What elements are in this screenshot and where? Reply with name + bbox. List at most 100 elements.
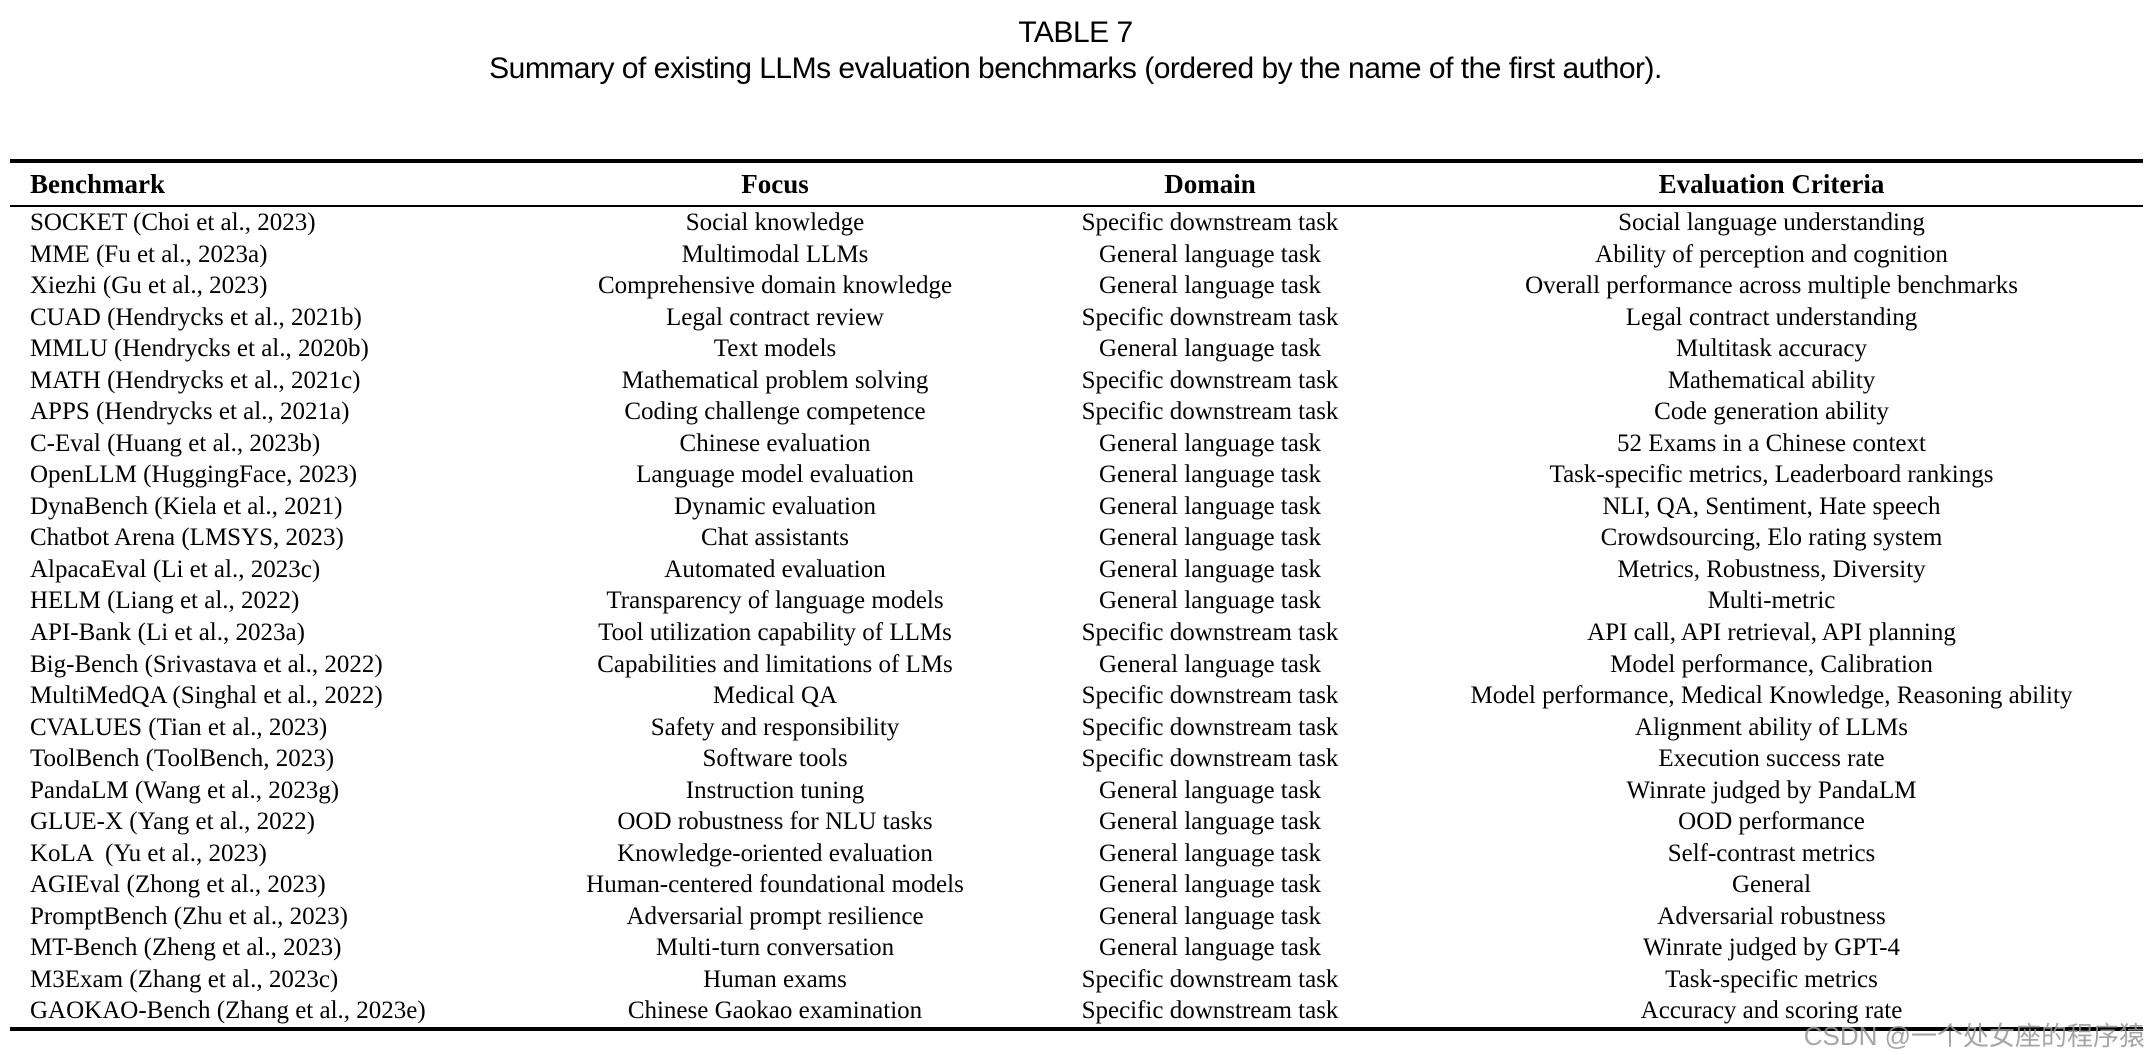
table-row: AGIEval (Zhong et al., 2023) Human-cente… xyxy=(10,869,2143,901)
criteria-cell: Ability of perception and cognition xyxy=(1595,240,1948,268)
focus-cell: Mathematical problem solving xyxy=(621,366,929,394)
table-row: MME (Fu et al., 2023a) Multimodal LLMs G… xyxy=(10,239,2143,271)
table-row: MT-Bench (Zheng et al., 2023) Multi-turn… xyxy=(10,932,2143,964)
table-row: MultiMedQA (Singhal et al., 2022) Medica… xyxy=(10,680,2143,712)
table-body: SOCKET (Choi et al., 2023) Social knowle… xyxy=(10,207,2143,1027)
criteria-cell: Mathematical ability xyxy=(1667,366,1876,394)
domain-cell: General language task xyxy=(1098,934,1322,962)
benchmarks-table: Benchmark Focus Domain Evaluation Criter… xyxy=(10,159,2143,1031)
domain-cell: Specific downstream task xyxy=(1081,745,1339,773)
benchmark-cell: CVALUES (Tian et al., 2023) xyxy=(30,713,328,741)
domain-cell: Specific downstream task xyxy=(1081,965,1339,993)
focus-cell: Coding challenge competence xyxy=(624,398,926,426)
benchmark-cell: AlpacaEval (Li et al., 2023c) xyxy=(30,555,321,583)
criteria-cell: Task-specific metrics xyxy=(1665,965,1878,993)
table-row: PandaLM (Wang et al., 2023g) Instruction… xyxy=(10,775,2143,807)
table-row: AlpacaEval (Li et al., 2023c) Automated … xyxy=(10,554,2143,586)
table-row: GLUE-X (Yang et al., 2022) OOD robustnes… xyxy=(10,806,2143,838)
benchmark-cell: MultiMedQA (Singhal et al., 2022) xyxy=(30,682,383,710)
domain-cell: General language task xyxy=(1098,492,1322,520)
header-evaluation-criteria: Evaluation Criteria xyxy=(1658,168,1885,199)
criteria-cell: API call, API retrieval, API planning xyxy=(1587,619,1956,647)
table-row: CVALUES (Tian et al., 2023) Safety and r… xyxy=(10,712,2143,744)
domain-cell: General language task xyxy=(1098,650,1322,678)
focus-cell: Instruction tuning xyxy=(685,776,865,804)
focus-cell: Legal contract review xyxy=(666,303,884,331)
benchmark-cell: MATH (Hendrycks et al., 2021c) xyxy=(30,366,361,394)
criteria-cell: Legal contract understanding xyxy=(1625,303,1918,331)
table-row: API-Bank (Li et al., 2023a) Tool utiliza… xyxy=(10,617,2143,649)
focus-cell: OOD robustness for NLU tasks xyxy=(617,808,933,836)
domain-cell: Specific downstream task xyxy=(1081,682,1339,710)
table-row: APPS (Hendrycks et al., 2021a) Coding ch… xyxy=(10,396,2143,428)
criteria-cell: Multitask accuracy xyxy=(1676,335,1867,363)
focus-cell: Transparency of language models xyxy=(606,587,944,615)
criteria-cell: Accuracy and scoring rate xyxy=(1640,997,1903,1025)
criteria-cell: Model performance, Calibration xyxy=(1610,650,1933,678)
focus-cell: Automated evaluation xyxy=(664,555,886,583)
benchmark-cell: C-Eval (Huang et al., 2023b) xyxy=(30,429,321,457)
table-row: Big-Bench (Srivastava et al., 2022) Capa… xyxy=(10,649,2143,681)
domain-cell: General language task xyxy=(1098,808,1322,836)
table-number: TABLE 7 xyxy=(1018,16,1133,49)
focus-cell: Adversarial prompt resilience xyxy=(626,902,924,930)
domain-cell: General language task xyxy=(1098,240,1322,268)
domain-cell: General language task xyxy=(1098,335,1322,363)
benchmark-cell: API-Bank (Li et al., 2023a) xyxy=(30,619,305,647)
criteria-cell: Code generation ability xyxy=(1654,398,1889,426)
benchmark-cell: MME (Fu et al., 2023a) xyxy=(30,240,268,268)
domain-cell: General language task xyxy=(1098,461,1322,489)
benchmark-cell: ToolBench (ToolBench, 2023) xyxy=(30,745,335,773)
benchmark-cell: M3Exam (Zhang et al., 2023c) xyxy=(30,965,339,993)
focus-cell: Knowledge-oriented evaluation xyxy=(617,839,933,867)
table-caption: TABLE 7 Summary of existing LLMs evaluat… xyxy=(0,16,2151,88)
focus-cell: Comprehensive domain knowledge xyxy=(597,272,953,300)
focus-cell: Human-centered foundational models xyxy=(586,871,964,899)
focus-cell: Medical QA xyxy=(712,682,838,710)
benchmark-cell: APPS (Hendrycks et al., 2021a) xyxy=(30,398,350,426)
benchmark-cell: Big-Bench (Srivastava et al., 2022) xyxy=(30,650,383,678)
benchmark-cell: DynaBench (Kiela et al., 2021) xyxy=(30,492,343,520)
benchmark-cell: AGIEval (Zhong et al., 2023) xyxy=(30,871,326,899)
domain-cell: Specific downstream task xyxy=(1081,713,1339,741)
table-top-rule xyxy=(10,159,2143,163)
benchmark-cell: MT-Bench (Zheng et al., 2023) xyxy=(30,934,342,962)
benchmark-cell: PandaLM (Wang et al., 2023g) xyxy=(30,776,340,804)
domain-cell: General language task xyxy=(1098,555,1322,583)
domain-cell: Specific downstream task xyxy=(1081,398,1339,426)
focus-cell: Chinese evaluation xyxy=(679,429,871,457)
criteria-cell: Winrate judged by PandaLM xyxy=(1626,776,1917,804)
focus-cell: Safety and responsibility xyxy=(650,713,900,741)
criteria-cell: OOD performance xyxy=(1678,808,1865,836)
criteria-cell: Alignment ability of LLMs xyxy=(1635,713,1908,741)
criteria-cell: Execution success rate xyxy=(1658,745,1885,773)
benchmark-cell: Chatbot Arena (LMSYS, 2023) xyxy=(30,524,344,552)
criteria-cell: Metrics, Robustness, Diversity xyxy=(1617,555,1926,583)
focus-cell: Software tools xyxy=(702,745,848,773)
table-row: HELM (Liang et al., 2022) Transparency o… xyxy=(10,585,2143,617)
benchmark-cell: HELM (Liang et al., 2022) xyxy=(30,587,300,615)
table-row: C-Eval (Huang et al., 2023b) Chinese eva… xyxy=(10,428,2143,460)
domain-cell: General language task xyxy=(1098,272,1322,300)
domain-cell: General language task xyxy=(1098,524,1322,552)
focus-cell: Chat assistants xyxy=(701,524,849,552)
focus-cell: Chinese Gaokao examination xyxy=(627,997,923,1025)
domain-cell: General language task xyxy=(1098,429,1322,457)
focus-cell: Tool utilization capability of LLMs xyxy=(598,619,952,647)
header-benchmark: Benchmark xyxy=(30,168,165,199)
domain-cell: General language task xyxy=(1098,902,1322,930)
domain-cell: Specific downstream task xyxy=(1081,209,1339,237)
focus-cell: Text models xyxy=(713,335,837,363)
table-row: GAOKAO-Bench (Zhang et al., 2023e) Chine… xyxy=(10,995,2143,1027)
csdn-watermark: CSDN @一个处女座的程序猿 xyxy=(1803,1021,2145,1051)
table-row: Xiezhi (Gu et al., 2023) Comprehensive d… xyxy=(10,270,2143,302)
table-row: MATH (Hendrycks et al., 2021c) Mathemati… xyxy=(10,365,2143,397)
criteria-cell: Self-contrast metrics xyxy=(1667,839,1876,867)
criteria-cell: Winrate judged by GPT-4 xyxy=(1642,934,1901,962)
benchmark-cell: GLUE-X (Yang et al., 2022) xyxy=(30,808,315,836)
criteria-cell: NLI, QA, Sentiment, Hate speech xyxy=(1602,492,1941,520)
criteria-cell: Adversarial robustness xyxy=(1657,902,1886,930)
domain-cell: General language task xyxy=(1098,776,1322,804)
focus-cell: Capabilities and limitations of LMs xyxy=(597,650,953,678)
